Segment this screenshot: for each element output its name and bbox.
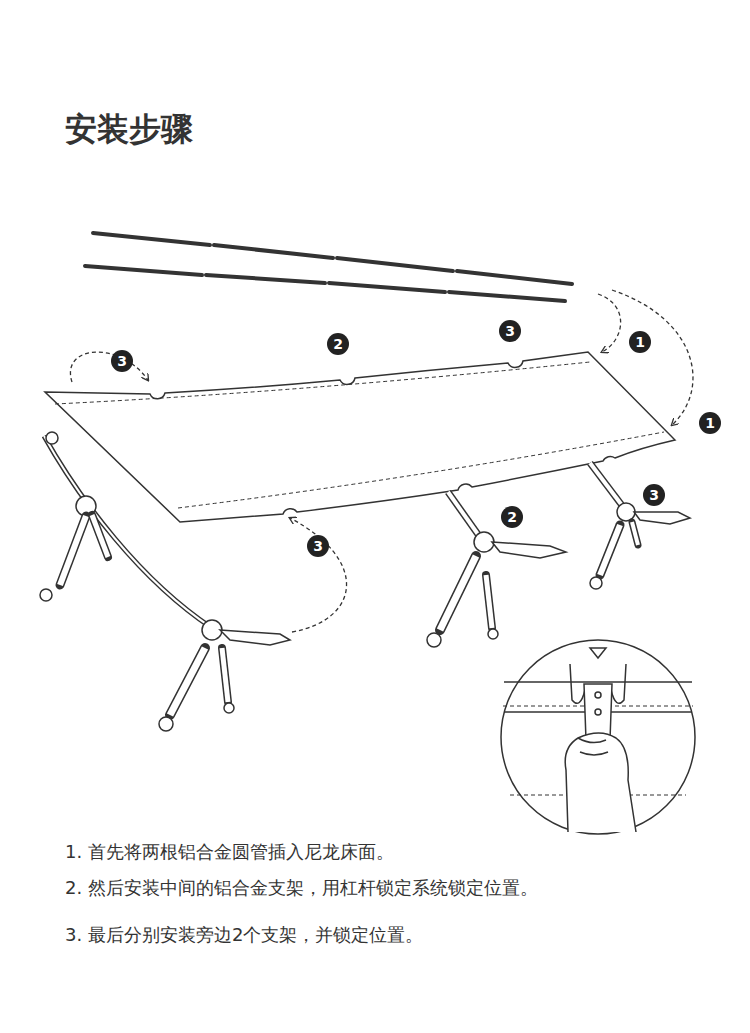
drawing-part (60, 516, 86, 585)
drawing-part (617, 503, 635, 521)
drawing-part (584, 684, 612, 740)
drawing-part (595, 709, 601, 715)
left-stand (40, 432, 290, 731)
drawing-part (590, 463, 624, 508)
callout-number: 2 (501, 506, 523, 528)
rods (85, 233, 572, 301)
drawing-part (44, 436, 212, 628)
drawing-part (504, 681, 692, 683)
page-title: 安装步骤 (65, 108, 193, 152)
drawing-part (337, 258, 453, 271)
drawing-part (427, 633, 441, 647)
drawing-part (92, 515, 108, 557)
callout-number: 2 (327, 333, 349, 355)
drawing-part (60, 516, 86, 585)
callout-number: 3 (307, 535, 329, 557)
drawing-part (206, 275, 325, 283)
drawing-part (224, 703, 234, 713)
drawing-part (632, 522, 638, 545)
callout-number: 1 (629, 331, 651, 353)
middle-stand (427, 492, 566, 647)
drawing-part (590, 577, 602, 589)
drawing-part (598, 294, 621, 352)
drawing-part (632, 522, 638, 545)
drawing-part (595, 692, 601, 698)
drawing-part (44, 436, 212, 628)
drawing-part (220, 630, 290, 645)
drawing-part (565, 733, 636, 832)
drawing-part (486, 575, 492, 628)
drawing-part (214, 245, 333, 258)
drawing-part (92, 515, 108, 557)
step-text: 3. 最后分别安装旁边2个支架，并锁定位置。 (65, 923, 423, 947)
step-text: 1. 首先将两根铝合金圆管插入尼龙床面。 (65, 840, 394, 864)
drawing-part (222, 648, 228, 702)
callout-number: 3 (643, 484, 665, 506)
drawing-part (70, 352, 148, 382)
drawing-part (634, 512, 690, 524)
drawing-part (40, 589, 52, 601)
drawing-part (590, 648, 606, 658)
callout-number: 3 (111, 350, 133, 372)
bed-fabric (45, 352, 675, 522)
drawing-part (448, 492, 482, 540)
right-stand (590, 463, 690, 589)
drawing-part (474, 532, 494, 552)
drawing-part (159, 717, 173, 731)
drawing-part (222, 648, 228, 702)
drawing-part (85, 266, 202, 275)
sleeve-seams (55, 362, 664, 508)
drawing-part (329, 283, 445, 292)
drawing-part (590, 463, 624, 508)
drawing-part (46, 432, 58, 444)
drawing-part (449, 292, 565, 301)
drawing-part (578, 738, 608, 755)
drawing-part (93, 233, 210, 245)
drawing-part (55, 362, 590, 404)
callout-number: 3 (499, 320, 521, 342)
drawing-part (45, 352, 675, 522)
drawing-part (457, 271, 572, 284)
drawing-part (290, 518, 347, 632)
detail-inset (501, 640, 695, 834)
drawing-part (488, 629, 498, 639)
step-text: 2. 然后安装中间的铝合金支架，用杠杆锁定系统锁定位置。 (65, 876, 538, 900)
drawing-part (501, 640, 695, 834)
drawing-part (170, 648, 205, 715)
drawing-part (486, 575, 492, 628)
drawing-part (440, 556, 476, 630)
drawing-part (600, 525, 620, 575)
drawing-part (492, 542, 566, 558)
drawing-part (178, 432, 664, 508)
drawing-part (170, 648, 205, 715)
drawing-part (440, 556, 476, 630)
callout-number: 1 (699, 412, 721, 434)
drawing-part (448, 492, 482, 540)
drawing-part (600, 525, 620, 575)
